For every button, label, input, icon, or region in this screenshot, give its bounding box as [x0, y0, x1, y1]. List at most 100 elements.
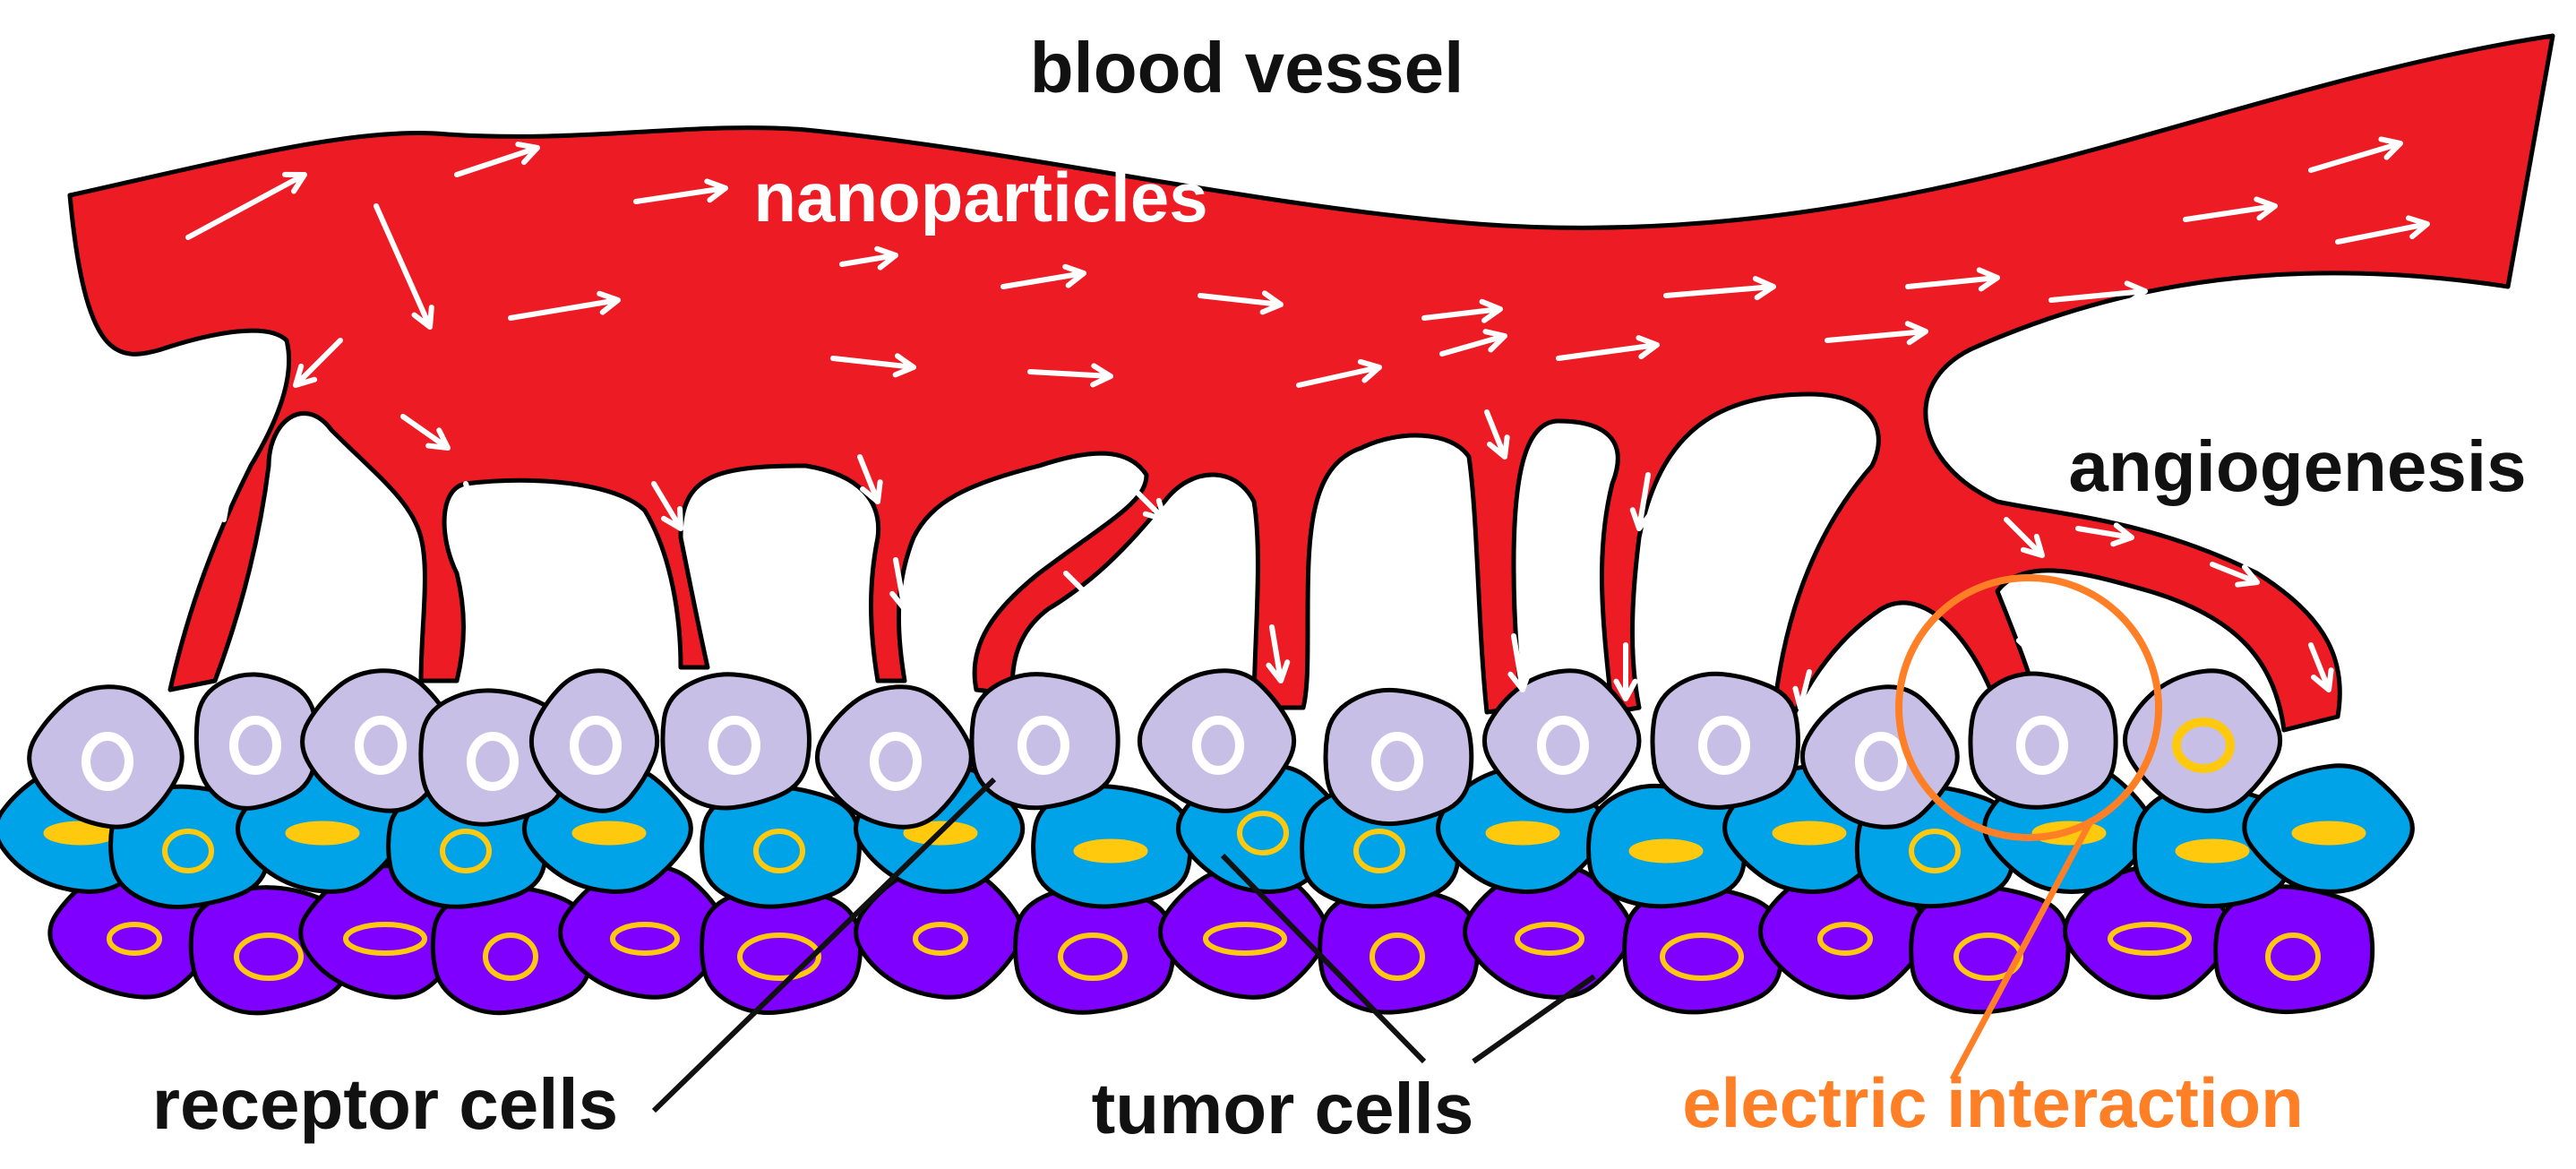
flow-arrow — [651, 481, 683, 531]
electric-interaction-label: electric interaction — [1682, 1063, 2304, 1142]
cell-nucleus — [1817, 922, 1873, 956]
receptor-cells-label: receptor cells — [152, 1064, 618, 1144]
cell-nucleus — [1353, 829, 1405, 873]
cell-nucleus — [1772, 821, 1847, 846]
cell-nucleus — [708, 716, 760, 775]
receptor-cell — [193, 672, 320, 811]
cell-nucleus — [1660, 933, 1744, 981]
flow-arrow — [2048, 280, 2148, 305]
flow-arrow — [293, 338, 343, 388]
flow-arrow — [1266, 624, 1291, 683]
cell-nucleus — [162, 829, 214, 873]
cell-nucleus — [2265, 933, 2321, 981]
receptor-cell — [27, 684, 185, 829]
tumor-cells-leader-left — [1220, 853, 1427, 1064]
cell-nucleus — [1909, 829, 1961, 873]
cell-nucleus — [483, 933, 538, 981]
receptor-cell — [814, 684, 974, 829]
receptor-cell — [528, 668, 660, 813]
tumor-cells-label: tumor cells — [1092, 1069, 1474, 1148]
flow-arrow — [1484, 409, 1510, 460]
flow-arrow — [2013, 597, 2039, 657]
cell-nucleus — [234, 933, 304, 981]
flow-arrow — [2308, 642, 2334, 692]
cell-nucleus — [1515, 922, 1584, 956]
receptor-cell — [2122, 668, 2283, 813]
flow-arrow — [203, 463, 230, 522]
flow-arrow — [1905, 267, 2000, 292]
flow-arrow — [508, 290, 621, 321]
cell-nucleus — [570, 716, 622, 775]
cell-nucleus — [1370, 933, 1425, 981]
flow-arrow — [1663, 276, 1776, 301]
electric-interaction-marker — [1895, 574, 2162, 1081]
cell-nucleus — [1628, 838, 1704, 864]
flow-arrow — [857, 454, 883, 504]
flow-arrow — [2335, 215, 2430, 245]
flow-arrow — [1507, 633, 1533, 692]
flow-arrow — [839, 245, 898, 271]
tumor-cells-leader-right — [1472, 974, 1596, 1064]
cell-nucleus — [1203, 922, 1287, 956]
flow-arrow — [889, 557, 914, 612]
cell-nucleus — [82, 732, 133, 791]
receptor-cell — [1137, 668, 1297, 813]
cell-nucleus — [1058, 933, 1128, 981]
flow-arrow — [400, 414, 451, 451]
cell-nucleus — [229, 716, 281, 775]
flow-arrow — [454, 142, 540, 177]
receptor-cell — [1481, 668, 1642, 813]
blood-vessel-label: blood vessel — [1030, 28, 1464, 107]
flow-arrow — [374, 203, 434, 330]
flow-arrow — [2004, 517, 2045, 558]
flow-arrow — [1198, 290, 1284, 315]
cell-nucleus — [2291, 821, 2366, 846]
receptor-cells-leader — [651, 777, 997, 1113]
receptor-cell — [418, 688, 571, 827]
cell-nucleus — [913, 922, 968, 956]
flow-arrow — [1792, 669, 1816, 710]
angiogenesis-label: angiogenesis — [2068, 426, 2526, 506]
flow-arrow — [1108, 463, 1167, 522]
cell-nucleus — [1371, 732, 1423, 791]
cell-nucleus — [2175, 838, 2250, 864]
cell-nucleus — [2016, 716, 2068, 775]
cell-nucleus — [1698, 716, 1750, 775]
electric-interaction-leader — [1949, 818, 2095, 1081]
cell-nucleus — [1485, 821, 1560, 846]
flow-arrow — [463, 481, 490, 540]
cell-nucleus — [1537, 716, 1589, 775]
cell-nucleus — [737, 933, 821, 981]
flow-arrow — [2183, 196, 2278, 222]
nanoparticle-flow-arrows — [185, 136, 2430, 710]
cell-nucleus — [753, 829, 805, 873]
receptor-cell — [660, 672, 811, 811]
cell-nucleus — [1192, 716, 1244, 775]
receptor-cell — [1799, 684, 1960, 829]
cell-nucleus — [285, 821, 360, 846]
cell-nucleus — [1855, 732, 1907, 791]
flow-arrow — [830, 353, 916, 378]
leader-lines — [651, 777, 1596, 1113]
flow-arrow — [1296, 358, 1382, 388]
cell-nucleus — [107, 922, 162, 956]
cell-nucleus — [1237, 811, 1289, 855]
receptor-cell — [969, 672, 1121, 811]
cell-nucleus — [571, 821, 647, 846]
tumor-cell — [1909, 884, 2071, 1015]
flow-arrow — [185, 171, 307, 240]
cell-nucleus — [343, 922, 427, 956]
flow-arrow — [2075, 522, 2134, 547]
flow-arrow — [1959, 427, 2000, 486]
flow-arrow — [1629, 472, 1654, 531]
receptor-cell — [1968, 671, 2118, 810]
flow-arrow — [1825, 321, 1928, 346]
tumor-cell — [2213, 884, 2375, 1015]
flow-arrow — [1556, 335, 1660, 361]
nanoparticles-label: nanoparticles — [753, 158, 1207, 236]
cell-nucleus — [1073, 838, 1148, 864]
flow-arrow — [2210, 562, 2260, 588]
receptor-cells-layer — [27, 668, 2283, 829]
cell-nucleus — [610, 922, 680, 956]
